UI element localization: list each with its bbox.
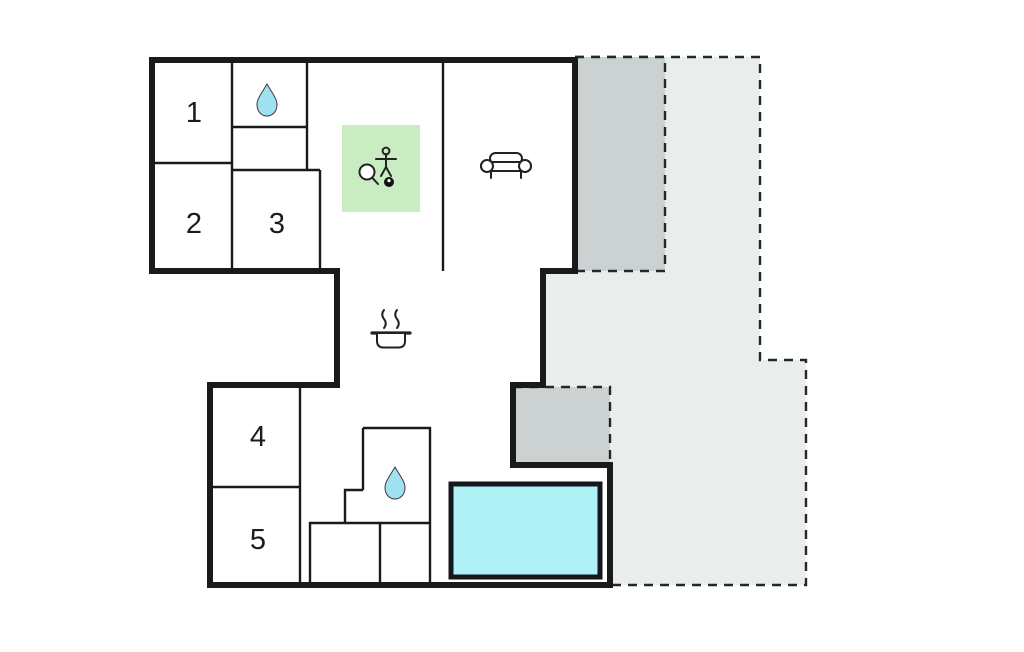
sofa-arm-right <box>518 159 532 173</box>
covered-terrace-lower <box>511 385 612 467</box>
covered-terrace-upper <box>573 55 667 273</box>
sofa-arm-left <box>480 159 494 173</box>
eight-ball-dot <box>387 179 391 183</box>
water-drop-shape <box>256 82 278 117</box>
terrace-areas <box>511 55 808 587</box>
activity-zone <box>342 125 420 212</box>
table-tennis-icon <box>358 146 397 187</box>
water-drop-icon <box>256 82 278 117</box>
player-body <box>375 153 397 177</box>
paddle-handle <box>371 177 379 185</box>
water-drop-shape <box>384 465 406 500</box>
exterior-walls <box>149 57 613 588</box>
room-4-label: 4 <box>250 421 266 453</box>
cooking-pot-icon <box>370 309 412 349</box>
room-5-label: 5 <box>250 524 266 556</box>
swimming-pool <box>448 481 603 580</box>
pot-body <box>376 332 406 349</box>
room-1-label: 1 <box>186 97 202 129</box>
room-2-label: 2 <box>186 208 202 240</box>
room-3-label: 3 <box>269 208 285 240</box>
steam-lines <box>381 309 400 329</box>
interior-walls <box>152 60 445 585</box>
sofa-feet <box>490 171 522 179</box>
water-drop-icon <box>384 465 406 500</box>
paddle-face <box>358 163 376 181</box>
sofa-icon <box>480 152 532 179</box>
